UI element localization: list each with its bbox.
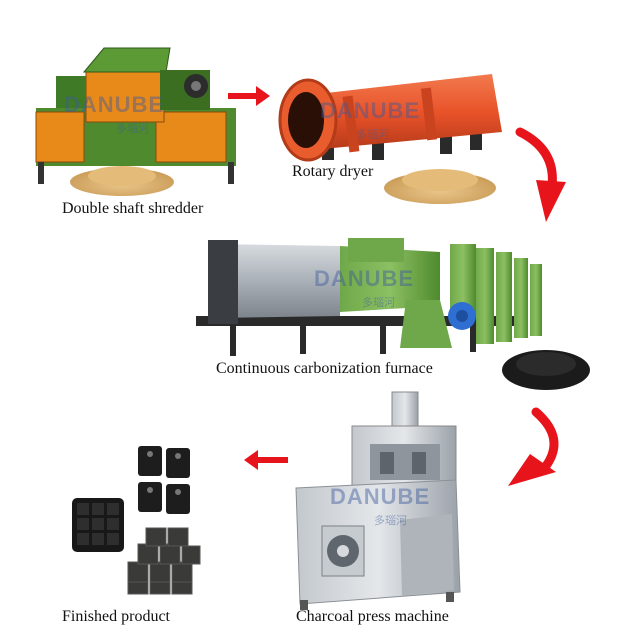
svg-text:多瑙河: 多瑙河 xyxy=(374,513,407,527)
arrow-dryer-to-furnace xyxy=(515,127,566,222)
label-finished-product: Finished product xyxy=(62,608,170,625)
arrow-shredder-to-dryer xyxy=(228,86,270,106)
carbonization-furnace-icon xyxy=(196,238,590,390)
label-charcoal-press-machine: Charcoal press machine xyxy=(296,608,449,625)
svg-text:DANUBE: DANUBE xyxy=(64,92,164,117)
label-double-shaft-shredder: Double shaft shredder xyxy=(62,200,204,217)
charcoal-press-icon xyxy=(295,391,461,610)
arrow-press-to-product xyxy=(244,450,288,470)
arrow-furnace-to-press xyxy=(508,407,559,486)
svg-text:DANUBE: DANUBE xyxy=(330,484,430,509)
svg-text:多瑙河: 多瑙河 xyxy=(362,295,395,309)
svg-text:DANUBE: DANUBE xyxy=(314,266,414,291)
svg-text:DANUBE: DANUBE xyxy=(320,98,420,123)
svg-text:多瑙河: 多瑙河 xyxy=(116,121,149,135)
charcoal-briquette-icon xyxy=(72,446,201,595)
label-rotary-dryer: Rotary dryer xyxy=(292,163,374,180)
double-shaft-shredder-icon xyxy=(35,47,236,196)
rotary-dryer-icon xyxy=(278,74,502,204)
watermark-logo: DANUBE 多瑙河 DANUBE 多瑙河 DANUBE 多瑙河 DANUBE … xyxy=(64,92,430,527)
svg-text:多瑙河: 多瑙河 xyxy=(356,127,389,141)
label-continuous-carbonization-furnace: Continuous carbonization furnace xyxy=(216,360,433,377)
